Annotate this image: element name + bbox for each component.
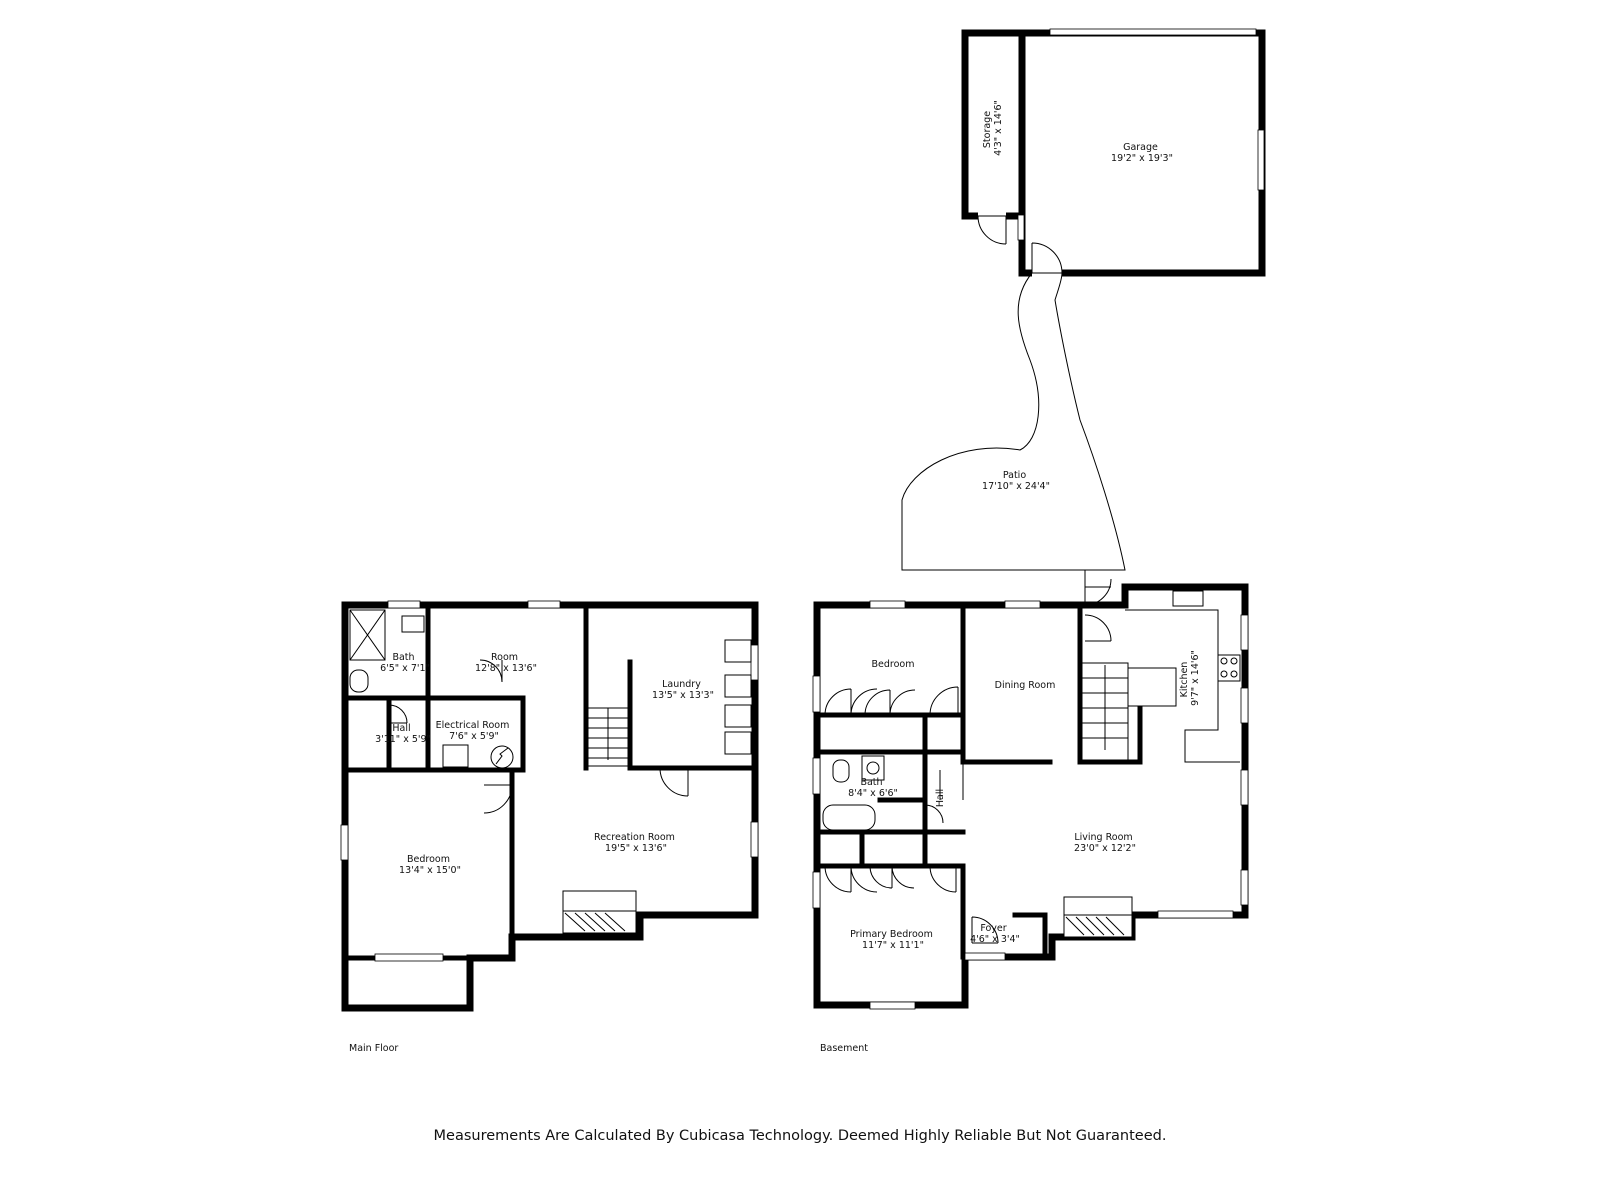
- garage-label: Garage 19'2" x 19'3": [1111, 142, 1173, 164]
- garage-building: [961, 28, 1266, 277]
- electrical-label: Electrical Room 7'6" x 5'9": [436, 720, 513, 742]
- hall-main-label: Hall 3'11" x 5'9": [375, 723, 431, 745]
- main-floor-label: Main Floor: [349, 1043, 398, 1054]
- bedroom-main-label: Bedroom 13'4" x 15'0": [399, 854, 461, 876]
- room-main-label: Room 12'8" x 13'6": [475, 652, 537, 674]
- disclaimer-text: Measurements Are Calculated By Cubicasa …: [433, 1128, 1167, 1144]
- recreation-label: Recreation Room 19'5" x 13'6": [594, 832, 678, 854]
- laundry-label: Laundry 13'5" x 13'3": [652, 679, 714, 701]
- patio-area: [901, 272, 1126, 571]
- dining-label: Dining Room: [995, 680, 1056, 691]
- hall-base-label: Hall: [935, 789, 946, 807]
- room-labels: Storage 4'3" x 14'6" Garage 19'2" x 19'3…: [349, 100, 1201, 1054]
- main-floor-plan: [340, 600, 759, 1012]
- living-label: Living Room 23'0" x 12'2": [1074, 832, 1136, 854]
- bedroom-base-label: Bedroom: [872, 659, 915, 670]
- bath-base-label: Bath 8'4" x 6'6": [848, 777, 898, 799]
- storage-label: Storage 4'3" x 14'6": [982, 100, 1004, 156]
- patio-label: Patio 17'10" x 24'4": [982, 470, 1050, 492]
- kitchen-label: Kitchen 9'7" x 14'6": [1179, 650, 1201, 706]
- bath-main-label: Bath 6'5" x 7'1": [380, 652, 430, 674]
- basement-plan: [812, 570, 1249, 1010]
- basement-label: Basement: [820, 1043, 868, 1054]
- primary-bedroom-label: Primary Bedroom 11'7" x 11'1": [850, 929, 936, 951]
- foyer-label: Foyer 4'6" x 3'4": [970, 923, 1020, 945]
